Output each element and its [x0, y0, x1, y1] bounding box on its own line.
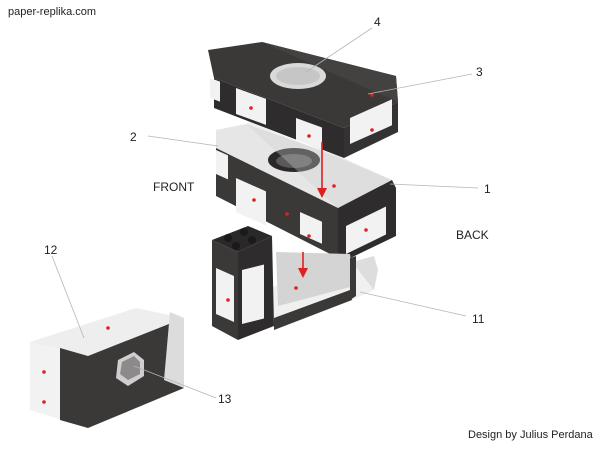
- callout-2: 2: [130, 130, 137, 144]
- callout-11: 11: [472, 312, 485, 326]
- assembly-arrows: [298, 142, 327, 278]
- part-3-top-lid: [208, 42, 398, 158]
- callout-13: 13: [218, 392, 232, 406]
- site-name: paper-replika.com: [8, 6, 97, 18]
- callout-3: 3: [476, 65, 483, 79]
- callout-1: 1: [484, 182, 491, 196]
- callout-12: 12: [44, 243, 58, 257]
- part-11-base-tray: [212, 226, 378, 340]
- designer-credit: Design by Julius Perdana: [468, 429, 593, 441]
- callout-4: 4: [374, 15, 381, 29]
- part-12-box: [30, 308, 184, 428]
- back-label: BACK: [456, 228, 489, 242]
- part-1-middle-body: [216, 122, 396, 262]
- front-label: FRONT: [153, 180, 195, 194]
- leader-lines: [51, 27, 479, 399]
- callout-numbers: 1 2 3 4 11 12 13: [44, 15, 491, 406]
